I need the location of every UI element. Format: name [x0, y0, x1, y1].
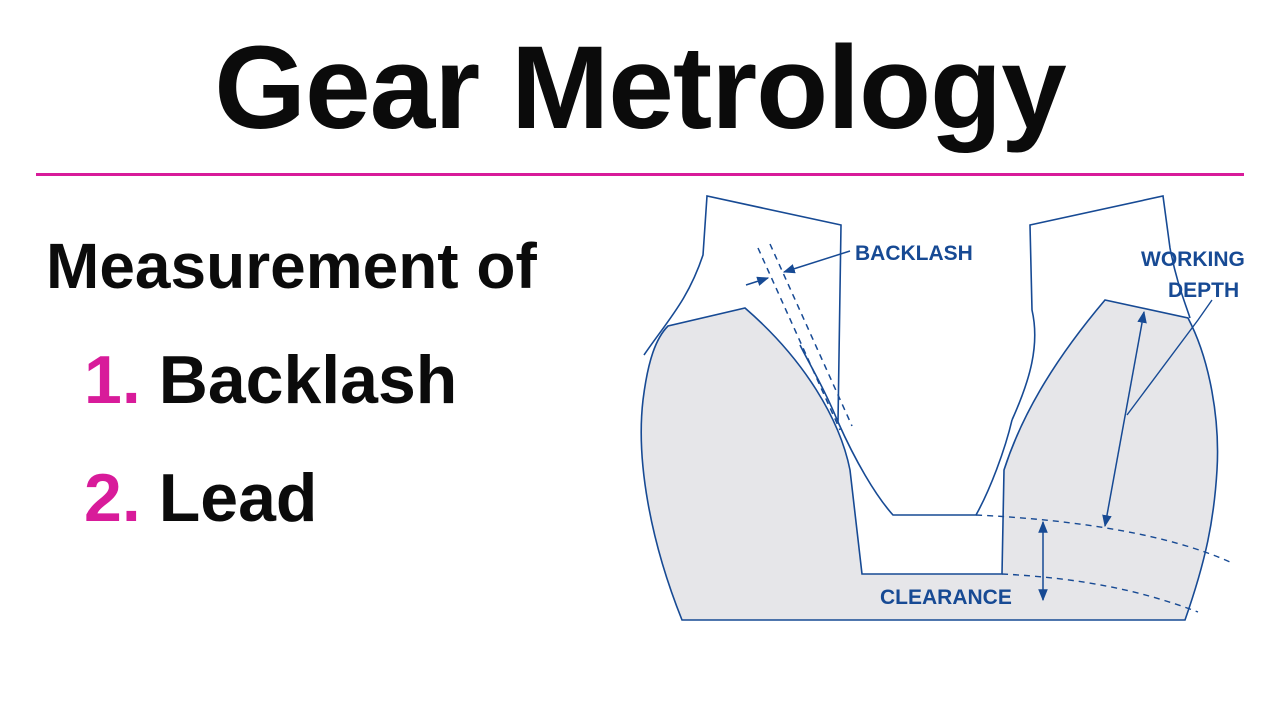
working-depth-label-line1: WORKING — [1141, 248, 1245, 271]
list-number: 1. — [84, 342, 141, 418]
mating-tooth-right — [1011, 195, 1191, 421]
working-depth-leader — [1126, 299, 1213, 416]
title-divider — [36, 173, 1244, 176]
backlash-arrow-right — [782, 250, 851, 274]
section-heading: Measurement of — [46, 230, 537, 302]
addendum-dashed-curve — [975, 514, 1231, 563]
backlash-dashed-line-2 — [769, 243, 853, 427]
backlash-label: BACKLASH — [855, 242, 973, 265]
backlash-arrow-left — [745, 276, 770, 286]
lower-gear-body — [640, 299, 1219, 621]
clearance-label: CLEARANCE — [880, 586, 1012, 609]
working-depth-label-line2: DEPTH — [1168, 279, 1239, 302]
list-item-backlash: 1.Backlash — [84, 340, 457, 422]
list-number: 2. — [84, 460, 141, 536]
mating-tooth-left-lower — [837, 419, 1013, 516]
working-depth-arrow — [1102, 310, 1147, 528]
root-dashed-curve — [1001, 573, 1199, 613]
list-text: Backlash — [158, 342, 458, 418]
list-text: Lead — [158, 460, 318, 536]
page-title: Gear Metrology — [214, 22, 1067, 154]
list-item-lead: 2.Lead — [84, 458, 317, 540]
backlash-dashed-line-1 — [757, 247, 841, 431]
